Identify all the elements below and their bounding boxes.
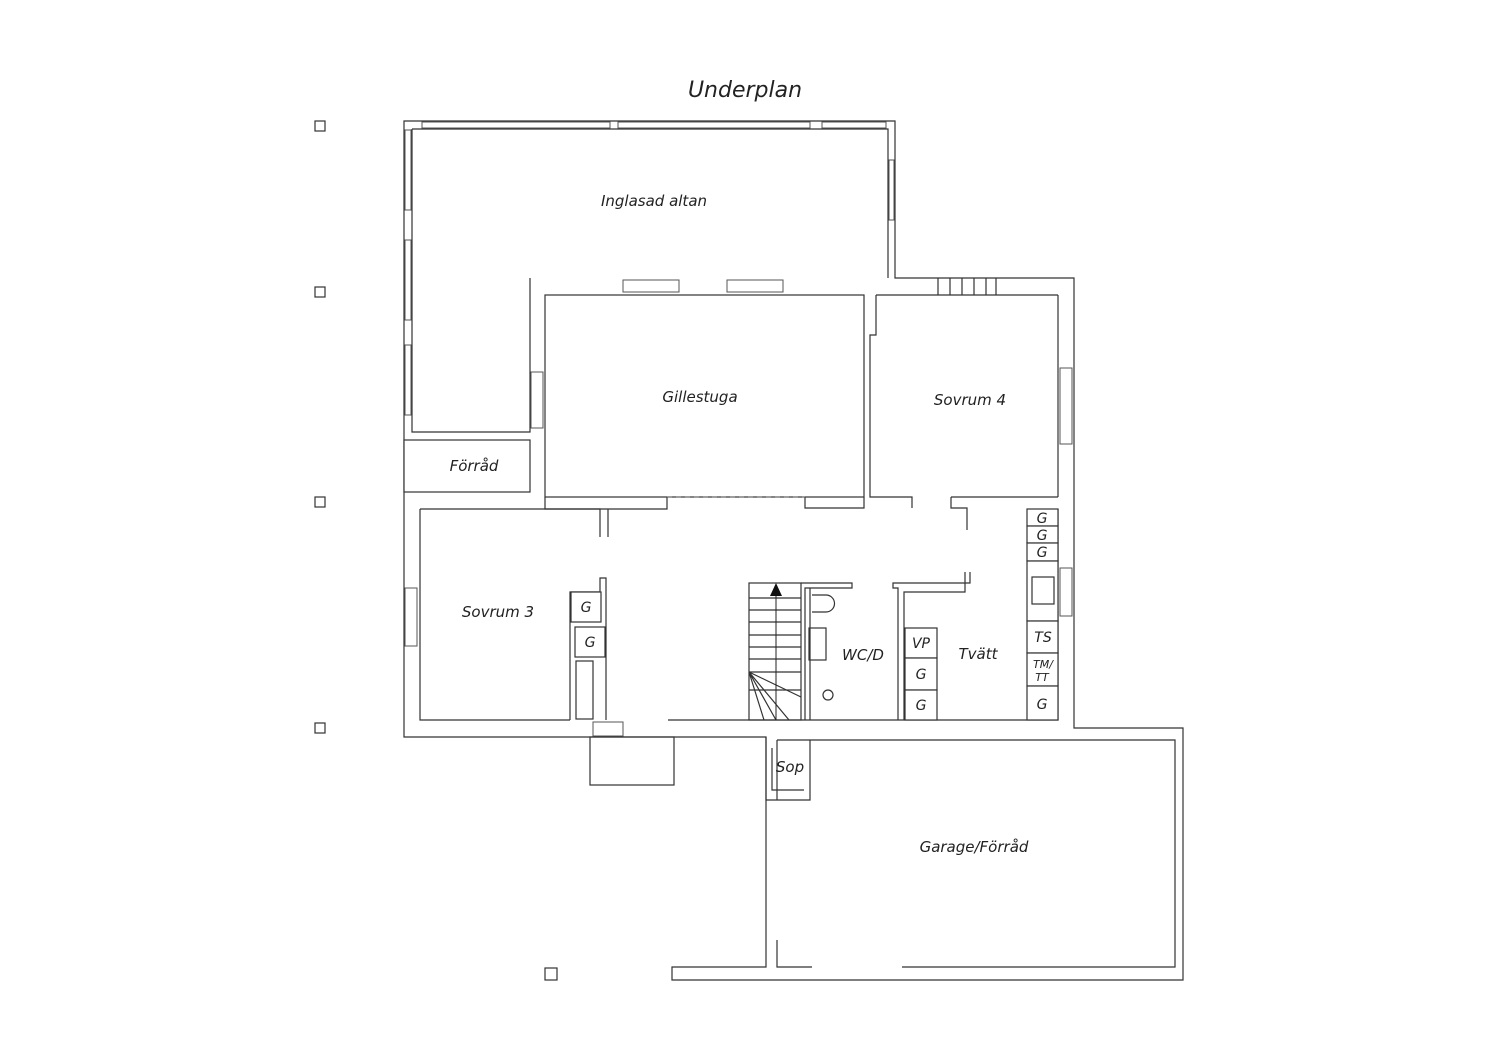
- outer-walls: [403, 120, 1184, 981]
- fixture-g: G: [1037, 528, 1048, 544]
- label-sovrum4: Sovrum 4: [934, 391, 1006, 409]
- room-forrad: [403, 439, 531, 493]
- fixture-g: G: [1037, 697, 1048, 713]
- fixture-g: G: [916, 698, 927, 714]
- laundry-sink-icon: [1031, 576, 1055, 605]
- label-altan: Inglasad altan: [601, 192, 707, 210]
- fixture-g: G: [1037, 511, 1048, 527]
- fixture-g: G: [1037, 545, 1048, 561]
- fixture-g: G: [916, 667, 927, 683]
- toilet-icon: [812, 594, 836, 613]
- label-garage: Garage/Förråd: [920, 838, 1029, 856]
- margin-markers: [314, 120, 558, 981]
- label-tvatt: Tvätt: [959, 645, 999, 663]
- entrance-step: [589, 736, 675, 786]
- fixture-vp: VP: [912, 636, 931, 652]
- fixture-tm: TM/: [1033, 658, 1054, 671]
- label-gillestuga: Gillestuga: [662, 388, 737, 406]
- label-sovrum3: Sovrum 3: [462, 603, 534, 621]
- label-wc: WC/D: [842, 646, 884, 664]
- plan-title: Underplan: [688, 78, 802, 103]
- sink-icon: [808, 627, 827, 661]
- fixture-tt: TT: [1035, 671, 1050, 684]
- fixture-g: G: [585, 635, 596, 651]
- staircase: [748, 582, 802, 721]
- shower-icon: [822, 689, 834, 701]
- fixture-ts: TS: [1034, 630, 1052, 646]
- fixture-g: G: [581, 600, 592, 616]
- windows: [404, 121, 1073, 737]
- label-forrad: Förråd: [450, 457, 499, 475]
- label-sop: Sop: [776, 758, 804, 776]
